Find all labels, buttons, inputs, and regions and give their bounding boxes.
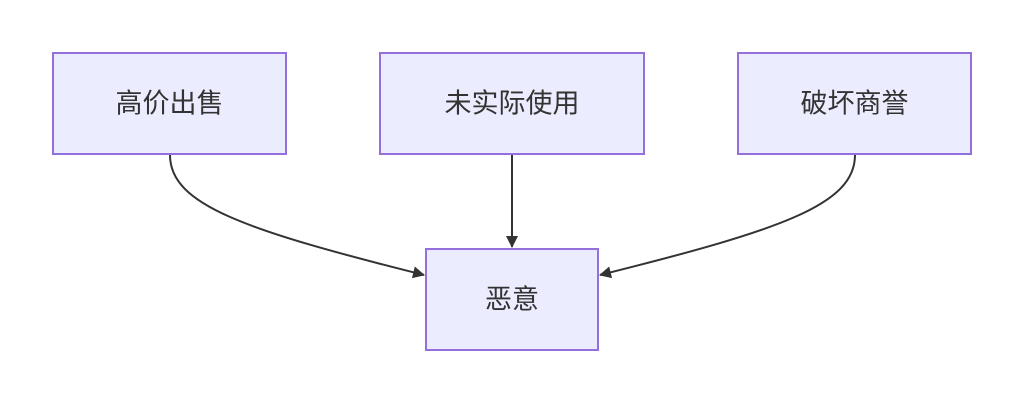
node-high-price-sale: 高价出售 <box>52 52 287 155</box>
edge-damage-reputation-to-malice <box>599 154 856 279</box>
node-not-actually-used-label: 未实际使用 <box>445 89 580 120</box>
node-malice: 恶意 <box>425 248 599 351</box>
node-damage-reputation: 破坏商誉 <box>737 52 972 155</box>
node-damage-reputation-label: 破坏商誉 <box>801 89 909 120</box>
node-not-actually-used: 未实际使用 <box>379 52 645 155</box>
node-high-price-sale-label: 高价出售 <box>116 89 224 120</box>
node-malice-label: 恶意 <box>485 285 539 316</box>
edge-high-price-sale-to-malice <box>169 154 425 279</box>
